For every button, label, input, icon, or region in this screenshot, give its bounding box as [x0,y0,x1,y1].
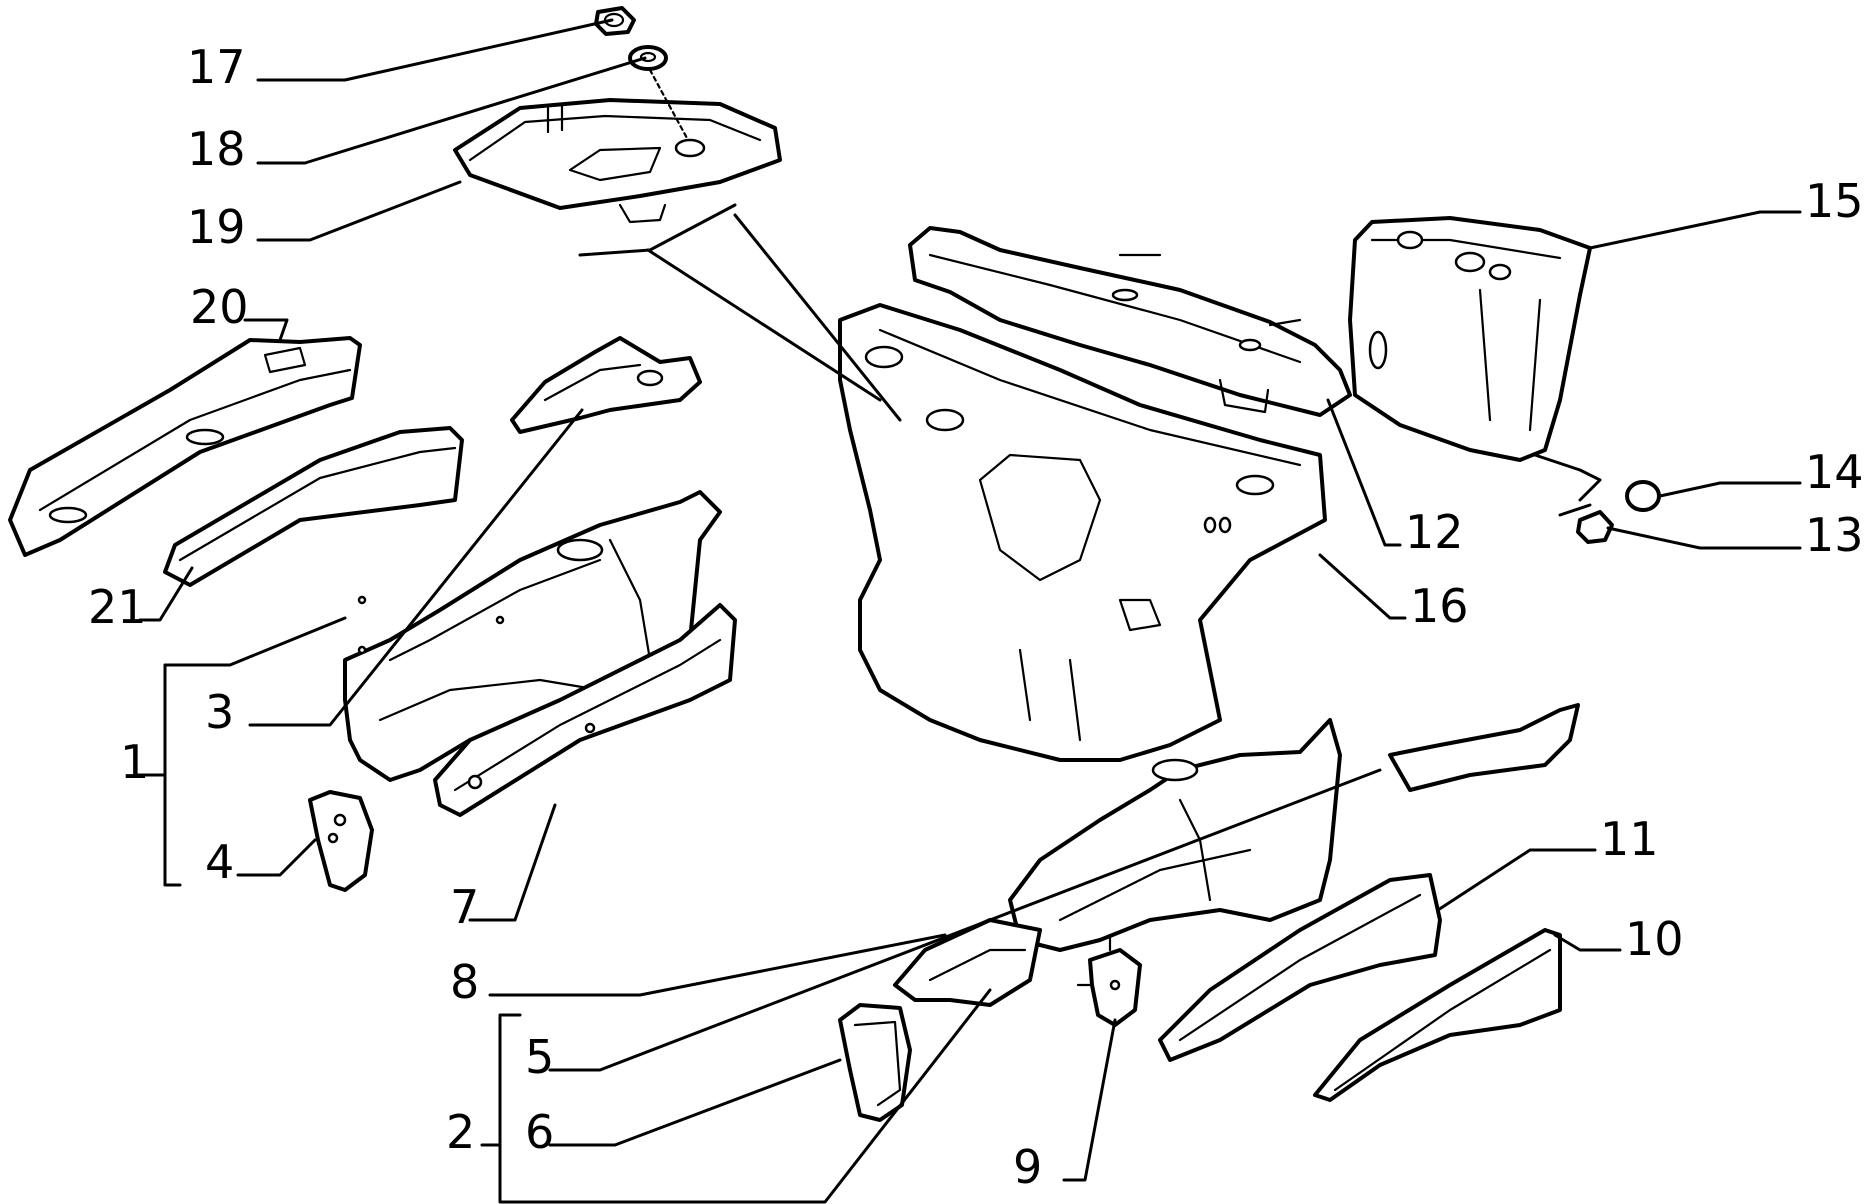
part-12-cross-member [908,226,1352,417]
part-upper-right-rail [1388,703,1580,792]
part-15-tower [1348,216,1592,462]
part-6-plate [838,1003,912,1122]
construction-lines [578,203,1602,517]
callout-8: 8 [450,955,479,1009]
callout-20: 20 [190,280,249,334]
part-1-wheelhouse [343,490,722,782]
part-4-bracket [308,790,374,892]
callout-4: 4 [205,835,234,889]
callout-14: 14 [1805,445,1864,499]
callout-21: 21 [88,580,147,634]
callout-16: 16 [1410,579,1469,633]
callout-19: 19 [187,200,246,254]
part-13-nut [1576,510,1614,544]
part-21-inner-rail [163,426,464,587]
callout-2: 2 [446,1105,475,1159]
callout-15: 15 [1805,174,1864,228]
part-20-upper-rail [8,336,362,557]
part-3-bracket [510,336,702,434]
callout-3: 3 [205,685,234,739]
callout-17: 17 [187,40,246,94]
callout-9: 9 [1013,1140,1042,1194]
callout-6: 6 [525,1105,554,1159]
callout-11: 11 [1600,812,1659,866]
part-16-bulkhead [838,303,1327,762]
callout-12: 12 [1405,505,1464,559]
callout-labels: 17 18 19 20 21 3 1 4 7 8 5 2 6 9 10 11 1… [88,40,1864,1194]
callout-5: 5 [525,1030,554,1084]
callout-18: 18 [187,122,246,176]
part-9-mount [1076,933,1142,1027]
part-10-right-rail [1313,928,1562,1102]
callout-10: 10 [1625,912,1684,966]
part-5-bracket [893,918,1042,1007]
part-18-washer [628,45,668,71]
callout-leaders [133,18,1802,1204]
callout-13: 13 [1805,508,1864,562]
callout-7: 7 [450,880,479,934]
part-11-right-sill [1158,873,1442,1062]
part-19-battery-tray [453,68,782,224]
part-14-washer [1625,480,1661,512]
part-8-right-wheelhouse [1008,718,1342,952]
callout-1: 1 [120,735,149,789]
part-7-front-sill [433,603,737,817]
